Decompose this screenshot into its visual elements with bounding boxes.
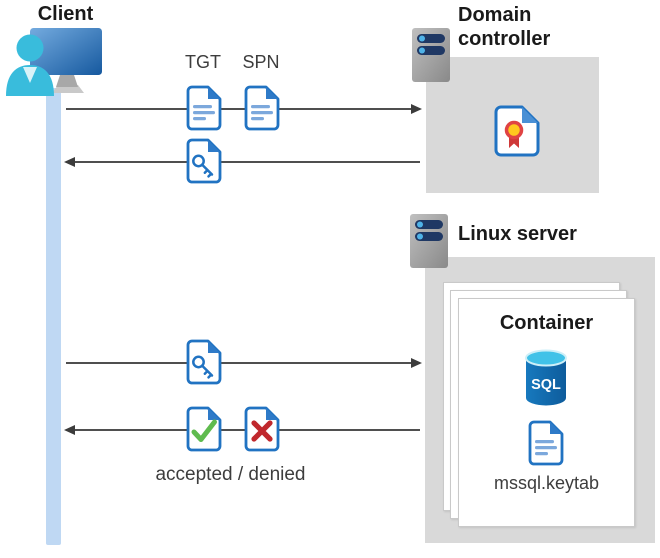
domain-controller-server-icon <box>412 28 450 82</box>
spn-document-icon <box>244 85 280 131</box>
keytab-label: mssql.keytab <box>493 473 600 493</box>
key-document-icon <box>186 339 222 385</box>
check-document-icon <box>186 406 222 452</box>
sql-icon-text: SQL <box>531 377 561 393</box>
arrow-client-to-server-ticket <box>66 358 422 368</box>
container-card: Container SQL mssql.keytab <box>458 298 635 527</box>
arrow-server-to-client-result <box>64 425 420 435</box>
arrow-dc-to-client-ticket <box>64 157 420 167</box>
spn-label: SPN <box>242 52 280 72</box>
key-document-icon <box>186 138 222 184</box>
client-lifeline <box>46 88 61 545</box>
tgt-label: TGT <box>185 52 221 72</box>
certificate-icon <box>494 105 540 157</box>
arrow-client-to-dc-request <box>66 104 422 114</box>
linux-server-icon <box>410 214 448 268</box>
accepted-denied-label: accepted / denied <box>155 464 306 485</box>
client-label: Client <box>37 3 94 25</box>
domain-controller-label: Domain controller <box>458 4 551 50</box>
tgt-document-icon <box>186 85 222 131</box>
linux-server-label: Linux server <box>458 223 577 245</box>
client-computer-user-icon <box>6 28 102 96</box>
cross-document-icon <box>244 406 280 452</box>
keytab-document-icon <box>528 420 564 466</box>
container-label: Container <box>499 312 594 334</box>
sql-database-icon: SQL <box>525 349 567 406</box>
